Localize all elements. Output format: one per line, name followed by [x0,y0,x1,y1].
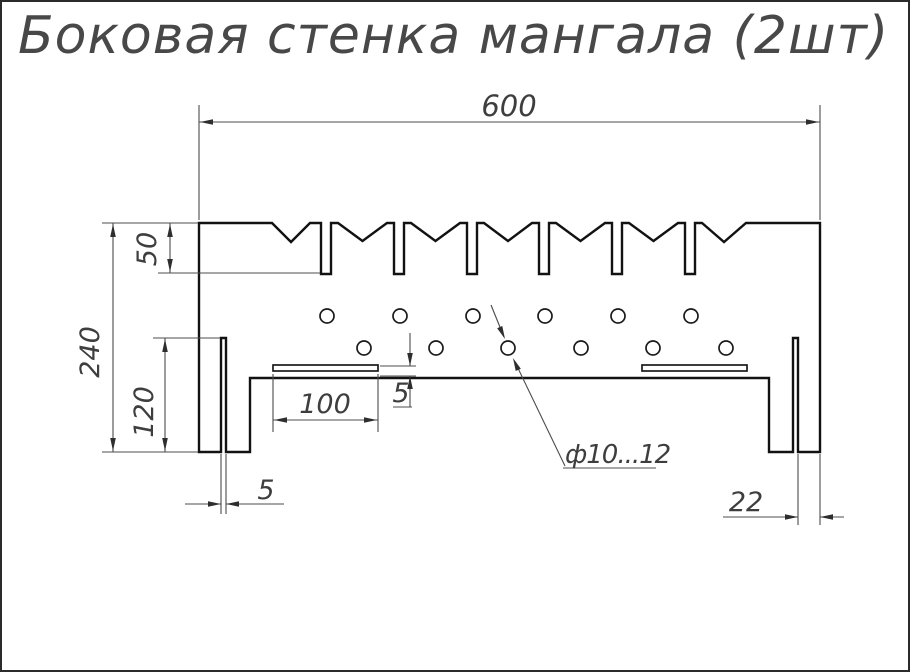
drawing-title: Боковая стенка мангала (2шт) [18,6,890,66]
vent-hole [645,340,661,356]
arrowhead [820,514,833,520]
vent-hole [465,308,481,324]
arrowhead [407,376,413,389]
arrowhead [806,119,819,125]
part-outline [197,221,822,454]
arrowhead [208,501,221,507]
arrowhead [110,438,116,451]
dim-leg-slot-width: 5 [185,454,284,514]
arrowhead [200,119,213,125]
vent-hole [392,308,408,324]
dim-shelf-slot-length: 100 [272,374,379,432]
vent-hole [683,308,699,324]
vent-hole [319,308,335,324]
dim-label-600: 600 [481,89,536,123]
vent-hole [573,340,589,356]
arrowhead [167,224,173,237]
arrowhead [513,358,521,372]
dim-total-width: 600 [198,89,821,220]
shelf-slot-left [272,364,379,372]
dim-label-50: 50 [132,232,163,266]
arrowhead [274,417,287,423]
dim-right-edge-offset: 22 [723,454,844,525]
hole-diameter-leader: ф10...12 [490,304,671,470]
arrowhead [407,353,413,366]
leader-line [514,361,566,467]
vent-hole [718,340,734,356]
dim-notch-depth: 50 [132,223,320,274]
arrowhead [167,259,173,272]
hole-diameter-label: ф10...12 [565,440,670,470]
arrowhead [110,224,116,237]
dim-leg-slot-height: 120 [129,337,220,452]
vent-hole [428,340,444,356]
dim-label-240: 240 [75,326,106,378]
dim-shelf-slot-thickness: 5 [380,333,416,409]
vent-hole [610,308,626,324]
arrowhead [364,417,377,423]
arrowhead [162,339,168,352]
arrowhead [785,514,798,520]
shelf-slot-right [641,364,748,372]
vent-hole [356,340,372,356]
dim-label-120: 120 [129,386,160,438]
arrowhead [162,438,168,451]
arrowhead [497,325,505,339]
arrowhead [226,501,239,507]
dim-label-5-shelf: 5 [392,378,409,409]
dim-label-5-leg: 5 [257,475,274,506]
dim-label-100: 100 [299,389,351,420]
vent-hole [537,308,553,324]
vent-hole [500,340,516,356]
dim-total-height: 240 [75,222,198,453]
dim-label-22: 22 [729,487,763,518]
